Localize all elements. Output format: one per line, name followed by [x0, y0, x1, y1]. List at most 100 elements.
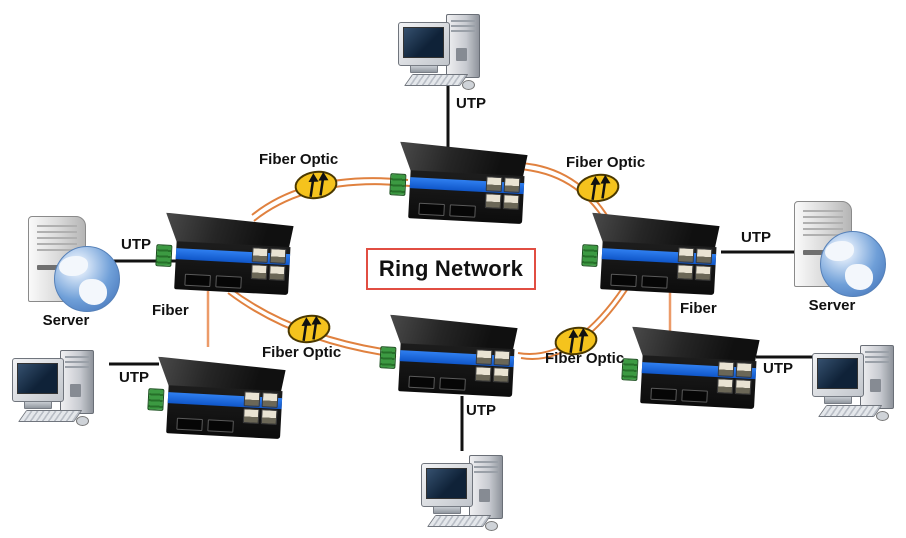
pc-mouse	[485, 521, 498, 531]
switch-right	[581, 213, 724, 298]
desktop-computer-top	[398, 12, 492, 94]
switch-bottom-left	[147, 357, 290, 442]
sfp-slots	[418, 202, 476, 218]
link-label-utp-right: UTP	[741, 229, 771, 246]
rj45-port	[735, 362, 753, 378]
rj45-port	[269, 248, 287, 264]
pc-keyboard	[818, 405, 883, 417]
switch-left	[155, 213, 298, 298]
rj45-port	[261, 392, 279, 408]
pc-monitor-stand	[433, 506, 461, 514]
pc-tower	[469, 455, 503, 519]
sfp-slots	[650, 387, 708, 403]
sfp-slot	[215, 275, 242, 289]
ring-network-box: Ring Network	[366, 248, 536, 290]
rj45-ports	[484, 176, 521, 210]
rj45-port	[503, 177, 521, 193]
link-label-fiber-optic-bottom-right: Fiber Optic	[545, 350, 625, 367]
rj45-ports	[716, 361, 753, 395]
rj45-ports	[250, 247, 287, 281]
rj45-port	[260, 409, 278, 425]
rj45-ports	[676, 247, 713, 281]
pc-monitor	[398, 22, 450, 66]
link-label-fiber-optic-bottom-left: Fiber Optic	[262, 344, 342, 361]
sfp-slot	[184, 273, 211, 288]
sfp-slots	[176, 417, 234, 433]
pc-mouse	[876, 411, 889, 421]
rj45-port	[268, 265, 286, 281]
rj45-port	[242, 408, 260, 424]
link-label-utp-bottom-center: UTP	[466, 402, 496, 419]
pc-screen	[403, 27, 444, 58]
server-left: Server	[24, 216, 124, 330]
globe-icon	[54, 246, 120, 312]
rj45-ports	[242, 391, 279, 425]
link-label-utp-left: UTP	[121, 236, 151, 253]
pc-monitor-stand	[24, 401, 52, 409]
fiber-optic-icon	[294, 170, 338, 200]
rj45-port	[676, 264, 694, 280]
server-right: Server	[790, 201, 890, 315]
sfp-slot	[439, 377, 466, 391]
link-label-utp-bottom-right: UTP	[763, 360, 793, 377]
switch-front-face	[600, 241, 717, 296]
desktop-computer-bottom-left	[12, 348, 106, 430]
pc-screen	[426, 468, 467, 499]
sfp-slot	[610, 273, 637, 288]
rj45-port	[484, 193, 502, 209]
fiber-optic-icon	[287, 314, 331, 344]
power-terminal	[581, 244, 599, 267]
link-label-utp-top: UTP	[456, 95, 486, 112]
rj45-port	[695, 248, 713, 264]
pc-tower	[860, 345, 894, 409]
pc-screen	[817, 358, 858, 389]
pc-monitor-stand	[410, 65, 438, 73]
power-terminal	[155, 244, 173, 267]
switch-bottom-right	[621, 327, 764, 412]
sfp-slots	[408, 375, 466, 391]
rj45-port	[474, 366, 492, 382]
sfp-slot	[650, 387, 677, 402]
server-label: Server	[808, 297, 856, 314]
pc-monitor-stand	[824, 396, 852, 404]
pc-mouse	[76, 416, 89, 426]
switch-front-face	[640, 355, 757, 410]
rj45-port	[734, 379, 752, 395]
pc-screen	[17, 363, 58, 394]
sfp-slot	[641, 275, 668, 289]
pc-monitor	[12, 358, 64, 402]
sfp-slot	[681, 389, 708, 403]
pc-keyboard	[18, 410, 83, 422]
rj45-port	[243, 391, 261, 407]
switch-front-face	[408, 170, 525, 225]
sfp-slot	[418, 202, 445, 217]
pc-keyboard	[404, 74, 469, 86]
pc-tower	[60, 350, 94, 414]
rj45-port	[716, 378, 734, 394]
sfp-slot	[449, 204, 476, 218]
switch-front-face	[174, 241, 291, 296]
switch-bottom-center	[379, 315, 522, 400]
ring-network-title: Ring Network	[378, 256, 524, 281]
rj45-port	[694, 265, 712, 281]
fiber-optic-icon	[554, 326, 598, 356]
rj45-port	[492, 367, 510, 383]
server-label: Server	[42, 312, 90, 329]
fiber-ring-link-top-right	[517, 162, 611, 224]
rj45-port	[493, 350, 511, 366]
rj45-port	[677, 247, 695, 263]
sfp-slot	[176, 417, 203, 432]
power-terminal	[147, 388, 165, 411]
pc-tower	[446, 14, 480, 78]
switch-front-face	[166, 385, 283, 440]
desktop-computer-bottom-center	[421, 453, 515, 535]
rj45-port	[485, 176, 503, 192]
rj45-port	[251, 247, 269, 263]
desktop-computer-bottom-right	[812, 343, 906, 425]
power-terminal	[389, 173, 407, 196]
pc-keyboard	[427, 515, 492, 527]
rj45-port	[502, 194, 520, 210]
sfp-slots	[184, 273, 242, 289]
rj45-port	[250, 264, 268, 280]
